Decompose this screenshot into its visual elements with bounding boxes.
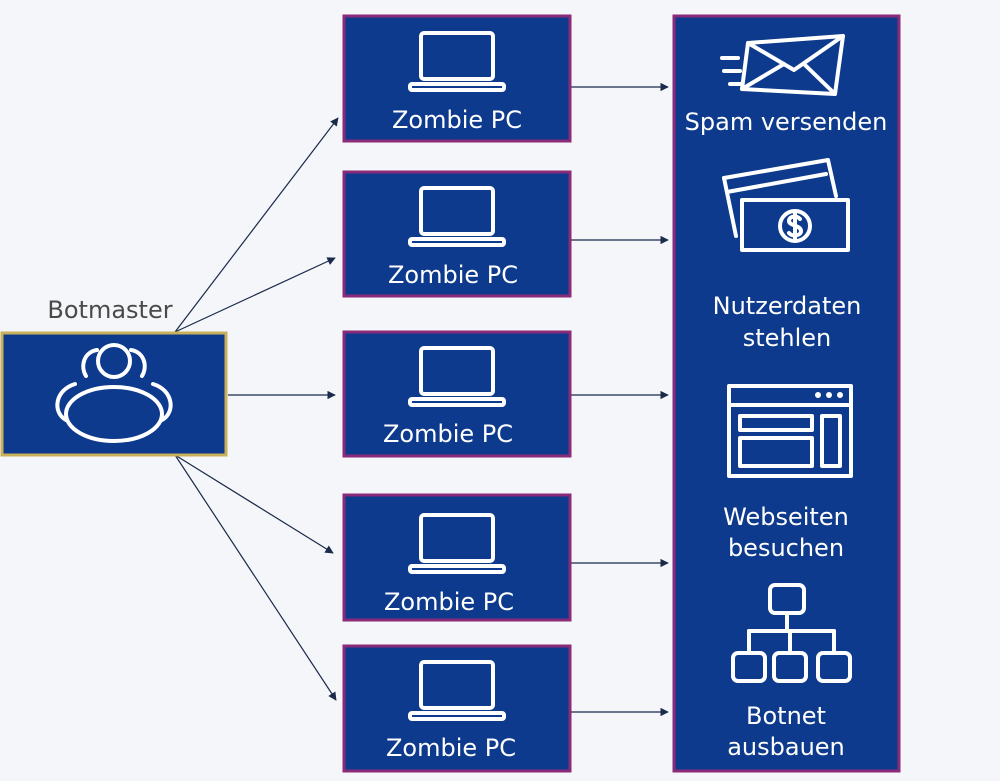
laptop-icon (408, 513, 506, 574)
users-group-icon (55, 343, 173, 443)
action-label: stehlen (743, 324, 832, 352)
laptop-icon (408, 660, 506, 721)
zombie-pc-node[interactable]: Zombie PC (342, 493, 572, 622)
browser-dots (815, 392, 843, 398)
action-label: Nutzerdaten (713, 292, 862, 320)
zombie-pc-label: Zombie PC (392, 106, 522, 134)
laptop-icon (408, 31, 506, 92)
browser-window-icon (727, 384, 853, 478)
zombie-pc-node[interactable]: Zombie PC (342, 170, 572, 298)
zombie-pc-label: Zombie PC (383, 420, 513, 448)
action-label: ausbauen (727, 733, 845, 761)
botmaster-box (0, 331, 228, 457)
zombie-edges (570, 82, 669, 717)
network-hierarchy-icon (731, 583, 852, 683)
botmaster-label: Botmaster (47, 296, 172, 324)
action-label: Spam versenden (685, 108, 888, 136)
zombie-pc-label: Zombie PC (388, 261, 518, 289)
zombie-pc-node[interactable]: Zombie PC (342, 14, 572, 143)
credit-card-money-icon (722, 158, 850, 252)
botmaster-edges (174, 117, 339, 701)
actions-panel: Spam versenden Nutzerdaten stehlen (672, 14, 901, 773)
actions-box (672, 14, 901, 773)
botmaster-node[interactable] (0, 331, 228, 457)
action-spam[interactable]: Spam versenden (685, 34, 888, 136)
edge-botmaster-zombie-5 (174, 454, 337, 701)
zombie-pc-label: Zombie PC (386, 734, 516, 762)
action-label: Botnet (746, 702, 826, 730)
edge-botmaster-zombie-4 (174, 454, 334, 554)
laptop-icon (408, 346, 506, 407)
zombie-pc-node[interactable]: Zombie PC (342, 644, 572, 773)
action-label: besuchen (728, 534, 844, 562)
mail-icon (720, 34, 845, 96)
action-steal-data[interactable]: Nutzerdaten stehlen (713, 158, 862, 352)
zombie-pc-node[interactable]: Zombie PC (342, 330, 572, 458)
action-expand-botnet[interactable]: Botnet ausbauen (727, 583, 852, 761)
action-label: Webseiten (723, 503, 849, 531)
edge-botmaster-zombie-1 (174, 117, 339, 333)
edge-botmaster-zombie-2 (174, 257, 336, 333)
action-visit-websites[interactable]: Webseiten besuchen (723, 384, 853, 562)
laptop-icon (408, 186, 506, 247)
zombie-pc-label: Zombie PC (384, 588, 514, 616)
